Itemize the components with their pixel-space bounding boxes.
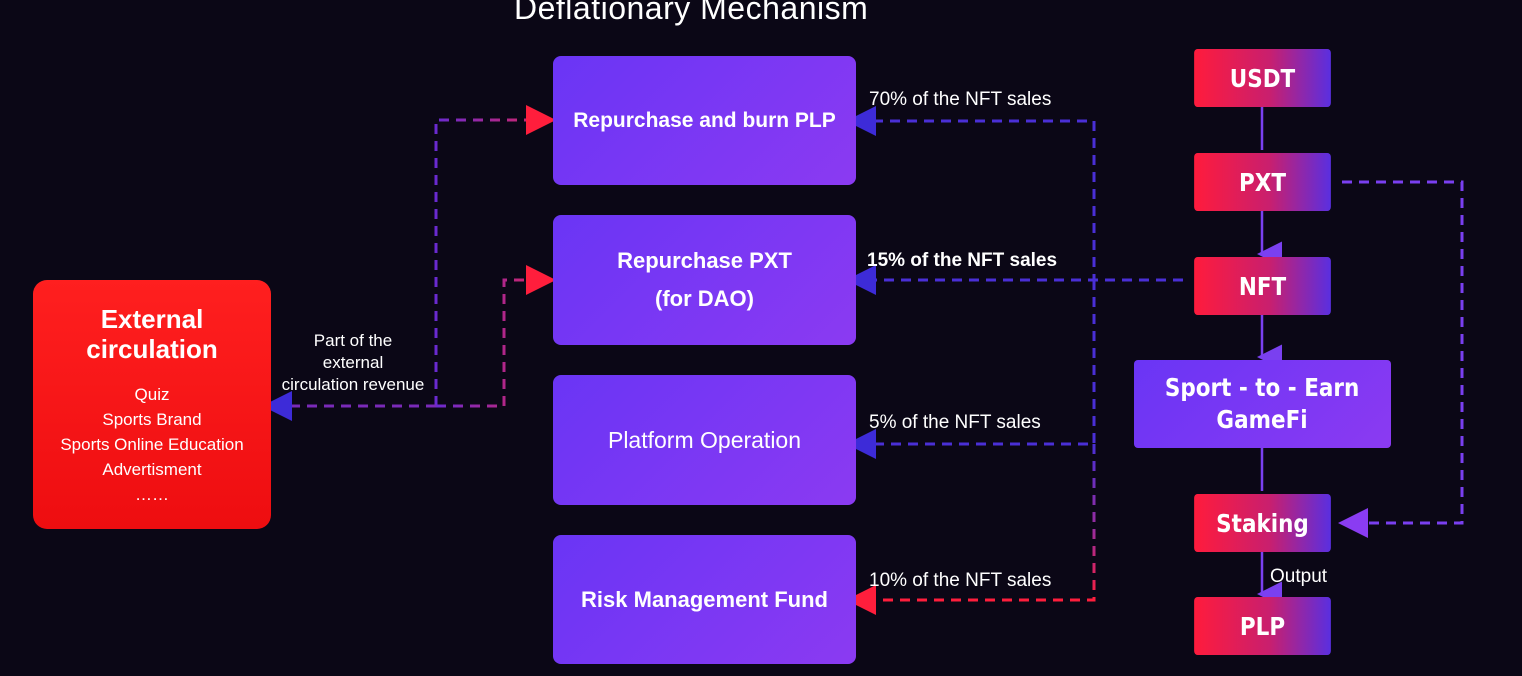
gamefi-line1: Sport - to - Earn: [1165, 373, 1360, 402]
pxt-box: PXT: [1194, 153, 1331, 211]
diagram-title: Deflationary Mechanism: [514, 0, 869, 26]
repurchase-pxt-dao-label: (for DAO): [655, 286, 754, 311]
staking-label: Staking: [1216, 508, 1309, 538]
external-item-sports-brand: Sports Brand: [102, 410, 202, 429]
ext-to-pxt-connector: [436, 265, 556, 408]
external-item-advertisment: Advertisment: [102, 460, 202, 479]
repurchase-pxt-box: Repurchase PXT (for DAO): [553, 215, 856, 345]
external-item-quiz: Quiz: [134, 385, 170, 404]
sales-70-label: 70% of the NFT sales: [869, 89, 1052, 110]
revenue-label-line3: circulation revenue: [281, 375, 425, 394]
staking-box: Staking: [1194, 494, 1331, 552]
repurchase-pxt-label: Repurchase PXT: [617, 248, 792, 273]
platform-operation-box: Platform Operation: [553, 375, 856, 505]
external-item-online-education: Sports Online Education: [60, 435, 244, 454]
revenue-label-line2: external: [322, 353, 384, 372]
ext-to-burn-connector: [434, 105, 556, 406]
repurchase-burn-plp-label: Repurchase and burn PLP: [573, 108, 836, 132]
pxt-to-staking-connector: [1338, 180, 1464, 538]
usdt-box: USDT: [1194, 49, 1331, 107]
external-item-ellipsis: ……: [135, 485, 169, 504]
sales-5-label: 5% of the NFT sales: [869, 412, 1041, 433]
external-circulation-box: External circulation Quiz Sports Brand S…: [33, 280, 271, 529]
external-items: Quiz Sports Brand Sports Online Educatio…: [33, 382, 271, 507]
usdt-label: USDT: [1229, 63, 1296, 93]
risk-management-fund-label: Risk Management Fund: [581, 586, 828, 612]
sport-to-earn-gamefi-box: Sport - to - Earn GameFi: [1134, 360, 1391, 448]
sales-10-label: 10% of the NFT sales: [869, 570, 1052, 591]
nft-label: NFT: [1238, 271, 1287, 301]
gamefi-line2: GameFi: [1216, 405, 1309, 434]
external-title-line2: circulation: [86, 334, 218, 364]
pxt-label: PXT: [1238, 167, 1287, 197]
external-circulation-title: External circulation: [33, 304, 271, 364]
external-revenue-label: Part of the external circulation revenue: [270, 330, 436, 396]
sales-15-label: 15% of the NFT sales: [867, 250, 1058, 271]
revenue-label-line1: Part of the: [313, 331, 393, 350]
plp-label: PLP: [1239, 611, 1286, 641]
plp-box: PLP: [1194, 597, 1331, 655]
nft-box: NFT: [1194, 257, 1331, 315]
risk-management-fund-box: Risk Management Fund: [553, 535, 856, 664]
external-title-line1: External: [100, 304, 204, 334]
platform-operation-label: Platform Operation: [607, 427, 802, 453]
output-label: Output: [1270, 566, 1328, 587]
repurchase-burn-plp-box: Repurchase and burn PLP: [553, 56, 856, 185]
nft-to-platform-connector: [846, 280, 1096, 459]
nft-to-risk-connector: [846, 444, 1096, 615]
